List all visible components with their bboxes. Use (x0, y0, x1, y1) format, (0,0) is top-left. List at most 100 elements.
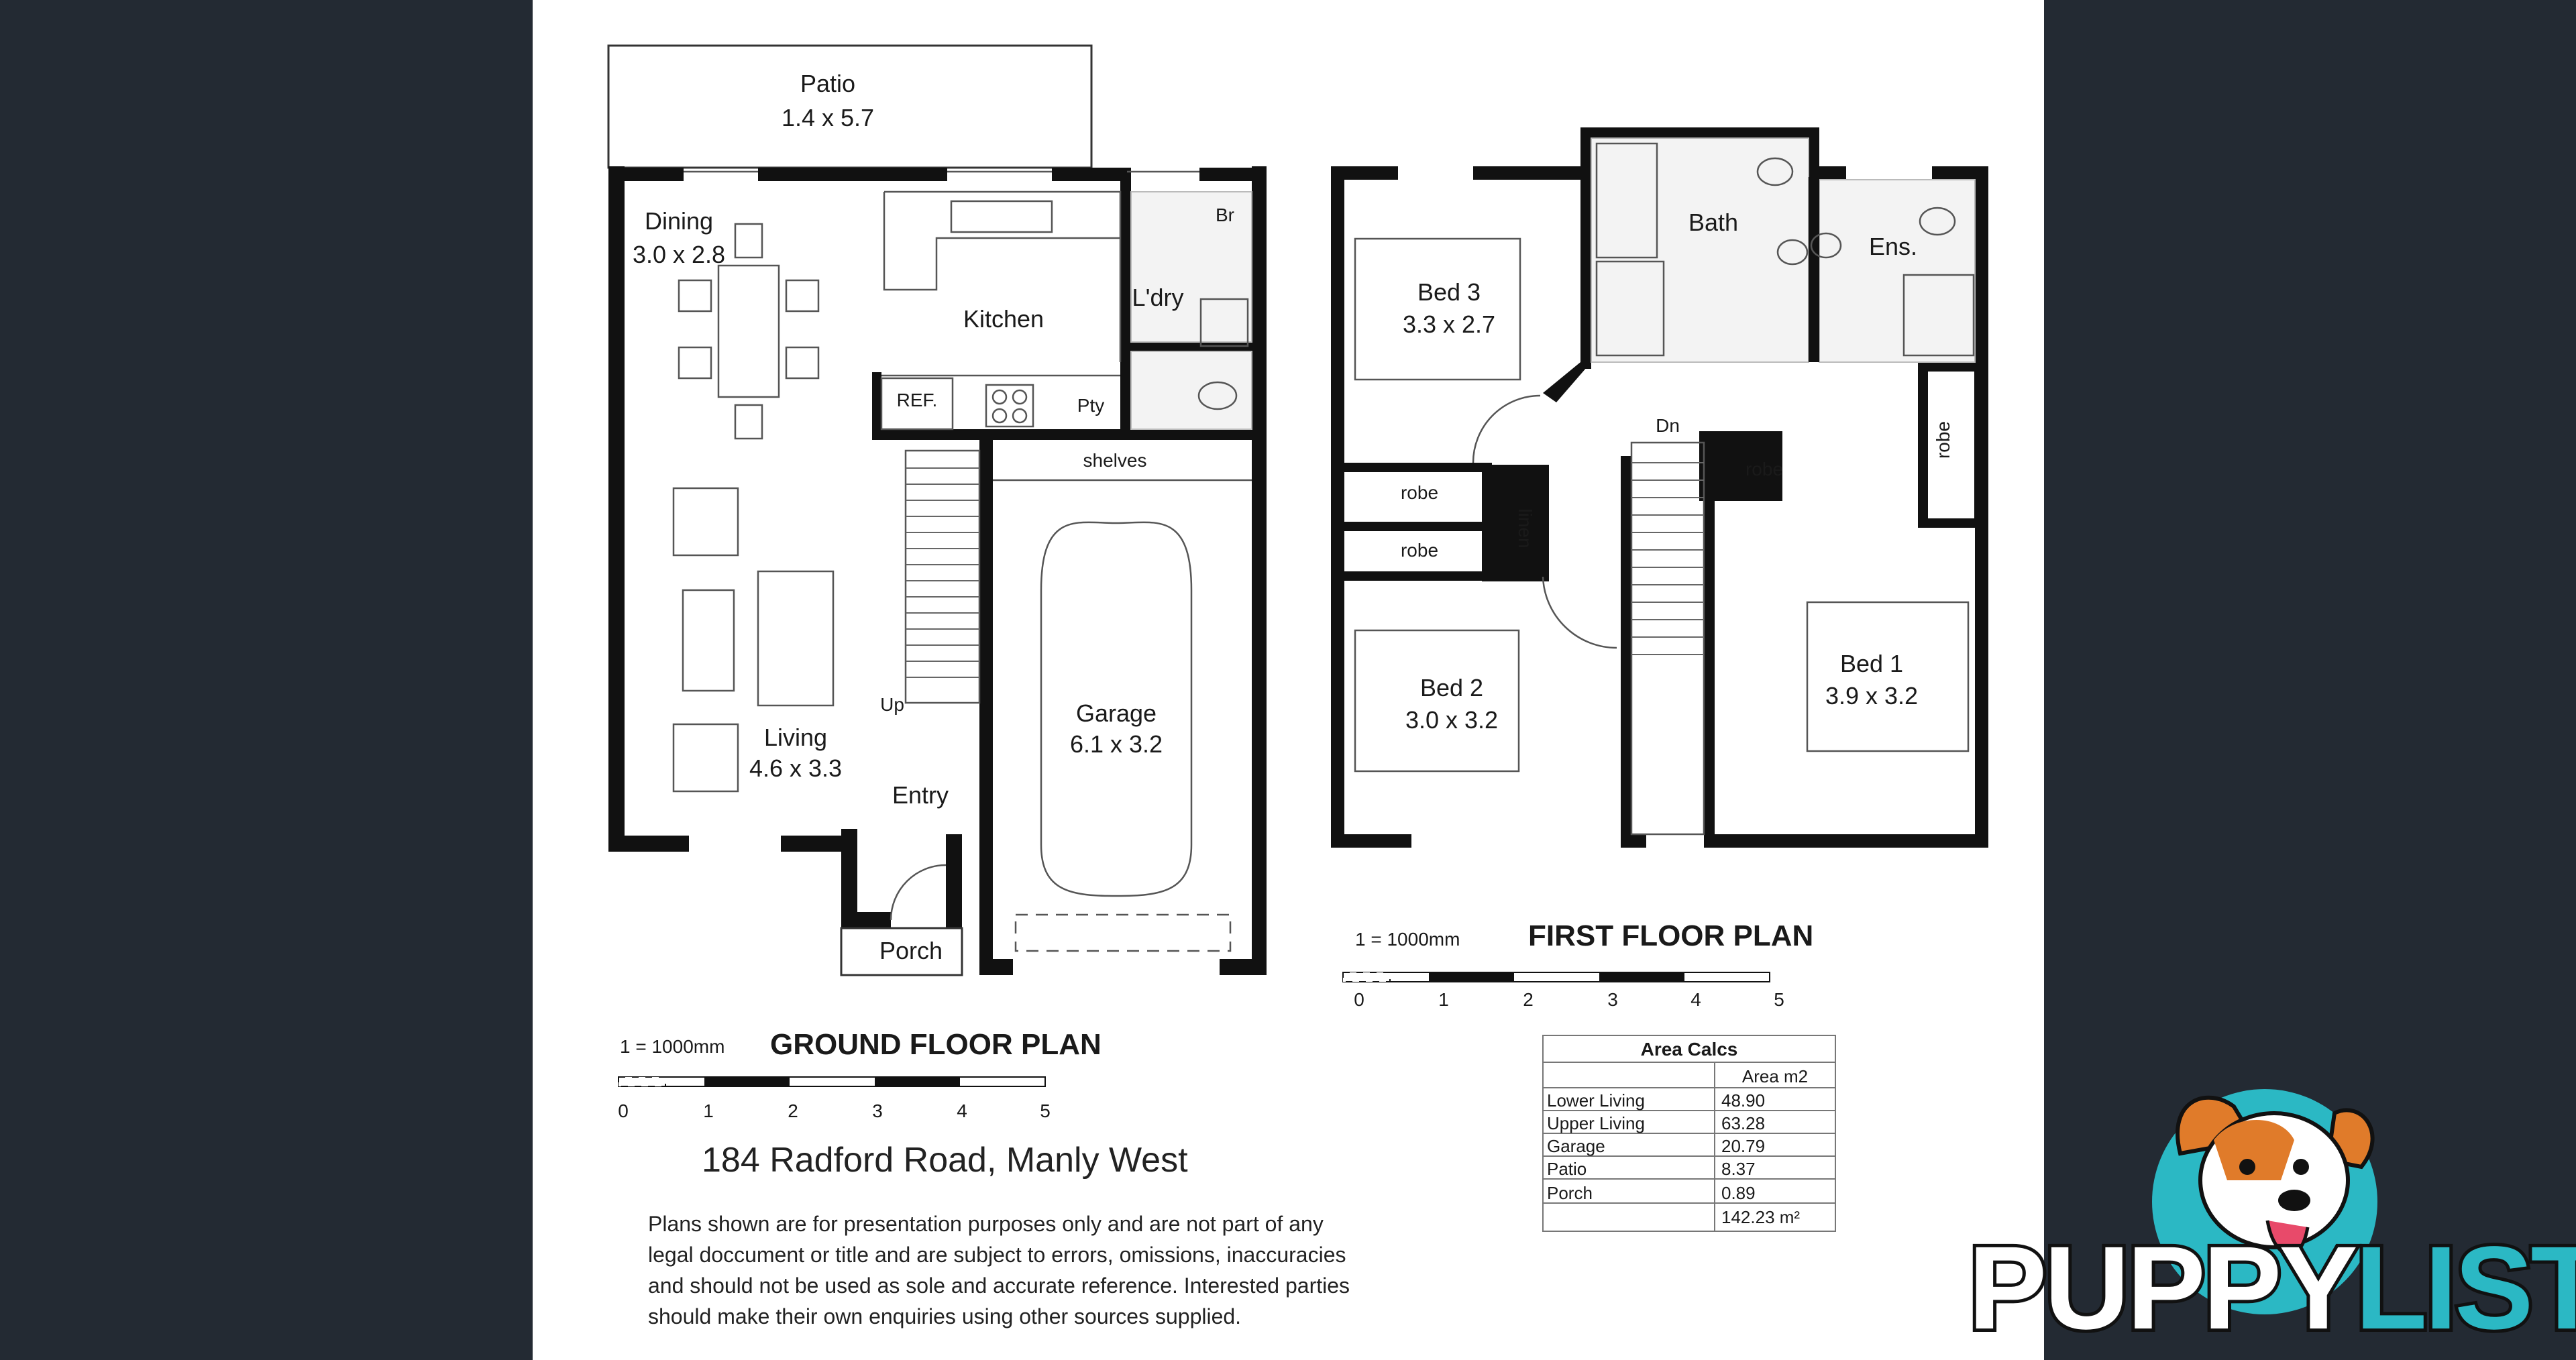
kitchen-label: Kitchen (963, 305, 1044, 333)
fridge (880, 377, 954, 431)
bed1-size: 3.9 x 3.2 (1825, 682, 1918, 710)
ground-scale-tick: 3 (872, 1100, 883, 1121)
garage-label: Garage (1076, 699, 1157, 727)
wall (841, 829, 857, 928)
area-calcs-title: Area Calcs (1641, 1039, 1738, 1060)
robe-label: robe (1401, 540, 1438, 561)
wall (1331, 166, 1344, 848)
ground-scale-tick: 0 (618, 1100, 629, 1121)
wall (1819, 166, 1846, 180)
logo-text-dark: PUPPY (1965, 1219, 2361, 1357)
dog-mascot-icon (2152, 1089, 2377, 1314)
bathtub (1595, 142, 1658, 259)
patio-label: Patio (800, 70, 855, 97)
first-scale-tick: 0 (1354, 989, 1364, 1010)
fridge-label: REF. (897, 390, 938, 410)
wall (1220, 959, 1267, 975)
bed (1354, 237, 1521, 381)
first-scale-tick: 3 (1607, 989, 1618, 1010)
first-scale-note: 1 = 1000mm (1355, 929, 1460, 950)
area-calcs-col-header: Area m2 (1742, 1066, 1808, 1086)
shelves-label: shelves (1083, 450, 1147, 471)
toilet (1197, 381, 1238, 410)
wall (1621, 456, 1631, 848)
wall (1704, 436, 1715, 848)
bed2-size: 3.0 x 3.2 (1405, 706, 1498, 734)
first-scale-tick: 4 (1690, 989, 1701, 1010)
wall (781, 836, 841, 852)
puppylist-logo[interactable]: PUPPYLIST (1965, 1219, 2576, 1357)
cooktop (985, 384, 1034, 428)
wall (608, 166, 625, 852)
bed3-size: 3.3 x 2.7 (1403, 310, 1495, 338)
wall (1704, 834, 1975, 848)
bed3-label: Bed 3 (1417, 278, 1481, 306)
area-row-value: 0.89 (1721, 1183, 1756, 1203)
shower (1595, 260, 1665, 357)
area-row-value: 48.90 (1721, 1090, 1765, 1111)
wall (1580, 127, 1591, 369)
patio-size: 1.4 x 5.7 (782, 104, 874, 131)
first-floor-title: FIRST FLOOR PLAN (1528, 919, 1813, 952)
wall (1252, 166, 1267, 975)
wall (1120, 342, 1267, 351)
area-total: 142.23 m² (1721, 1207, 1800, 1227)
logo-text-accent: LIST (2352, 1219, 2576, 1357)
robe-label: robe (1933, 421, 1953, 459)
ground-floor-title: GROUND FLOOR PLAN (770, 1028, 1102, 1061)
area-row-label: Porch (1547, 1183, 1593, 1203)
wall (1331, 166, 1398, 180)
car (1040, 521, 1193, 897)
bed2-label: Bed 2 (1420, 674, 1483, 701)
first-scale-tick: 2 (1523, 989, 1534, 1010)
stairs (1630, 441, 1705, 836)
wall (841, 912, 891, 928)
wall (1473, 166, 1580, 180)
area-row-value: 8.37 (1721, 1159, 1756, 1179)
wall (758, 168, 947, 181)
area-row-label: Patio (1547, 1159, 1587, 1179)
wall (872, 372, 881, 439)
entry-label: Entry (892, 781, 949, 809)
wall (979, 436, 993, 975)
bed1-label: Bed 1 (1840, 650, 1903, 677)
linen-label: linen (1515, 508, 1536, 548)
bed (1354, 629, 1520, 773)
wall (1580, 127, 1819, 138)
laundry-tub (1199, 298, 1249, 347)
stairs-down-label: Dn (1656, 415, 1680, 436)
bath-label: Bath (1688, 209, 1738, 236)
living-size: 4.6 x 3.3 (749, 754, 842, 782)
wall (608, 168, 684, 181)
first-floor-plan: Bath Ens. Bed 3 3.3 x 2.7 robe robe line… (1331, 127, 1988, 1010)
first-scale-tick: 1 (1438, 989, 1449, 1010)
ground-scale-tick: 2 (788, 1100, 798, 1121)
ground-scale-tick: 4 (957, 1100, 967, 1121)
wall (1344, 571, 1492, 581)
porch-outline (840, 927, 963, 976)
ensuite-label: Ens. (1869, 233, 1917, 260)
wall (1199, 168, 1267, 181)
kitchen-sink (950, 200, 1053, 233)
wall (872, 429, 1267, 440)
wall (1052, 168, 1127, 181)
ground-scale-tick: 1 (703, 1100, 714, 1121)
disclaimer-text: Plans shown are for presentation purpose… (648, 1212, 1350, 1328)
wall (608, 836, 689, 852)
ground-scale-tick: 5 (1040, 1100, 1051, 1121)
garage-door (1014, 913, 1232, 952)
pantry-label: Pty (1077, 395, 1104, 416)
wall (1344, 463, 1492, 472)
bed (1806, 601, 1970, 752)
br-label: Br (1216, 205, 1234, 225)
dining-size: 3.0 x 2.8 (633, 241, 725, 268)
first-scale-tick: 5 (1774, 989, 1784, 1010)
area-row-value: 63.28 (1721, 1113, 1765, 1133)
wall (1932, 166, 1988, 180)
area-row-label: Lower Living (1547, 1090, 1645, 1111)
dining-label: Dining (645, 207, 713, 235)
area-row-value: 20.79 (1721, 1136, 1765, 1156)
property-address: 184 Radford Road, Manly West (702, 1141, 1188, 1180)
porch-label: Porch (879, 937, 943, 964)
